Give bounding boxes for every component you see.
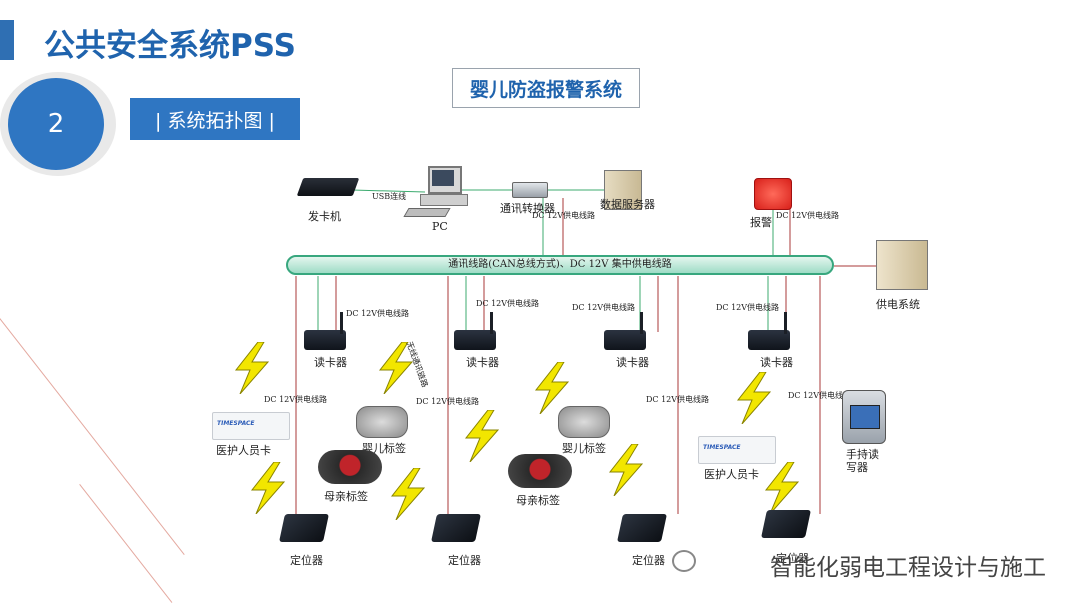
locator-device	[279, 514, 329, 542]
title-accent-bar	[0, 20, 14, 60]
mother-tag	[318, 450, 382, 484]
reader-power-label: DC 12V供电线路	[346, 309, 410, 318]
locator-label: 定位器	[448, 554, 481, 567]
server-icon	[604, 170, 642, 210]
locator-label: 定位器	[632, 554, 665, 567]
power-supply-icon	[876, 240, 928, 290]
locator-label: 定位器	[776, 552, 809, 565]
staff-card: TIMESPACE	[212, 412, 290, 440]
card-issuer-label: 发卡机	[308, 210, 341, 223]
can-bus-line: 通讯线路(CAN总线方式)、DC 12V 集中供电线路	[286, 255, 834, 275]
pc-label: PC	[432, 220, 448, 233]
antenna-icon	[640, 312, 643, 334]
locator-device	[617, 514, 667, 542]
wireless-bolt-icon	[234, 342, 270, 394]
mother-tag-label: 母亲标签	[324, 490, 368, 503]
antenna-icon	[490, 312, 493, 334]
mother-tag	[508, 454, 572, 488]
card-issuer-device	[296, 178, 360, 196]
card-reader-device	[748, 330, 790, 350]
line-power-label: DC 12V供电线路	[788, 391, 852, 400]
alarm-power-label: DC 12V供电线路	[776, 211, 840, 220]
locator-device	[431, 514, 481, 542]
converter-icon	[512, 182, 548, 198]
reader-label: 读卡器	[760, 356, 793, 369]
staff-card-label: 医护人员卡	[704, 468, 759, 481]
wireless-bolt-icon	[736, 372, 772, 424]
wireless-bolt-icon	[250, 462, 286, 514]
page-title: 公共安全系统PSS	[44, 28, 296, 64]
staff-card: TIMESPACE	[698, 436, 776, 464]
wireless-bolt-icon	[764, 462, 800, 514]
line-power-label: DC 12V供电线路	[416, 397, 480, 406]
card-reader-device	[604, 330, 646, 350]
step-number-badge: 2	[8, 78, 104, 170]
wechat-logo-icon	[672, 550, 696, 572]
reader-power-label: DC 12V供电线路	[476, 299, 540, 308]
wireless-bolt-icon	[464, 410, 500, 462]
alarm-label: 报警	[750, 216, 772, 229]
antenna-icon	[784, 312, 787, 334]
reader-power-label: DC 12V供电线路	[572, 303, 636, 312]
power-system-label: 供电系统	[876, 298, 920, 311]
converter-power-label: DC 12V供电线路	[532, 211, 596, 220]
reader-label: 读卡器	[314, 356, 347, 369]
line-power-label: DC 12V供电线路	[646, 395, 710, 404]
wireless-bolt-icon	[378, 342, 414, 394]
section-label: | 系统拓扑图 |	[130, 98, 300, 140]
usb-link-label: USB连线	[372, 192, 407, 201]
reader-label: 读卡器	[466, 356, 499, 369]
locator-device	[761, 510, 811, 538]
baby-tag	[558, 406, 610, 438]
mother-tag-label: 母亲标签	[516, 494, 560, 507]
server-label: 数据服务器	[600, 198, 655, 211]
card-reader-device	[304, 330, 346, 350]
handheld-reader-icon	[842, 390, 886, 444]
card-reader-device	[454, 330, 496, 350]
alarm-icon	[754, 178, 792, 210]
wireless-bolt-icon	[534, 362, 570, 414]
watermark-text: 智能化弱电工程设计与施工	[770, 555, 1046, 581]
handheld-reader-label: 手持读 写器	[846, 448, 879, 474]
reader-label: 读卡器	[616, 356, 649, 369]
baby-tag-label: 婴儿标签	[562, 442, 606, 455]
staff-card-label: 医护人员卡	[216, 444, 271, 457]
baby-tag	[356, 406, 408, 438]
diagram-title: 婴儿防盗报警系统	[452, 68, 640, 108]
line-power-label: DC 12V供电线路	[264, 395, 328, 404]
wireless-bolt-icon	[608, 444, 644, 496]
locator-label: 定位器	[290, 554, 323, 567]
converter-label: 通讯转换器	[500, 202, 555, 215]
reader-power-label: DC 12V供电线路	[716, 303, 780, 312]
wireless-bolt-icon	[390, 468, 426, 520]
pc-icon	[403, 166, 468, 217]
antenna-icon	[340, 312, 343, 334]
